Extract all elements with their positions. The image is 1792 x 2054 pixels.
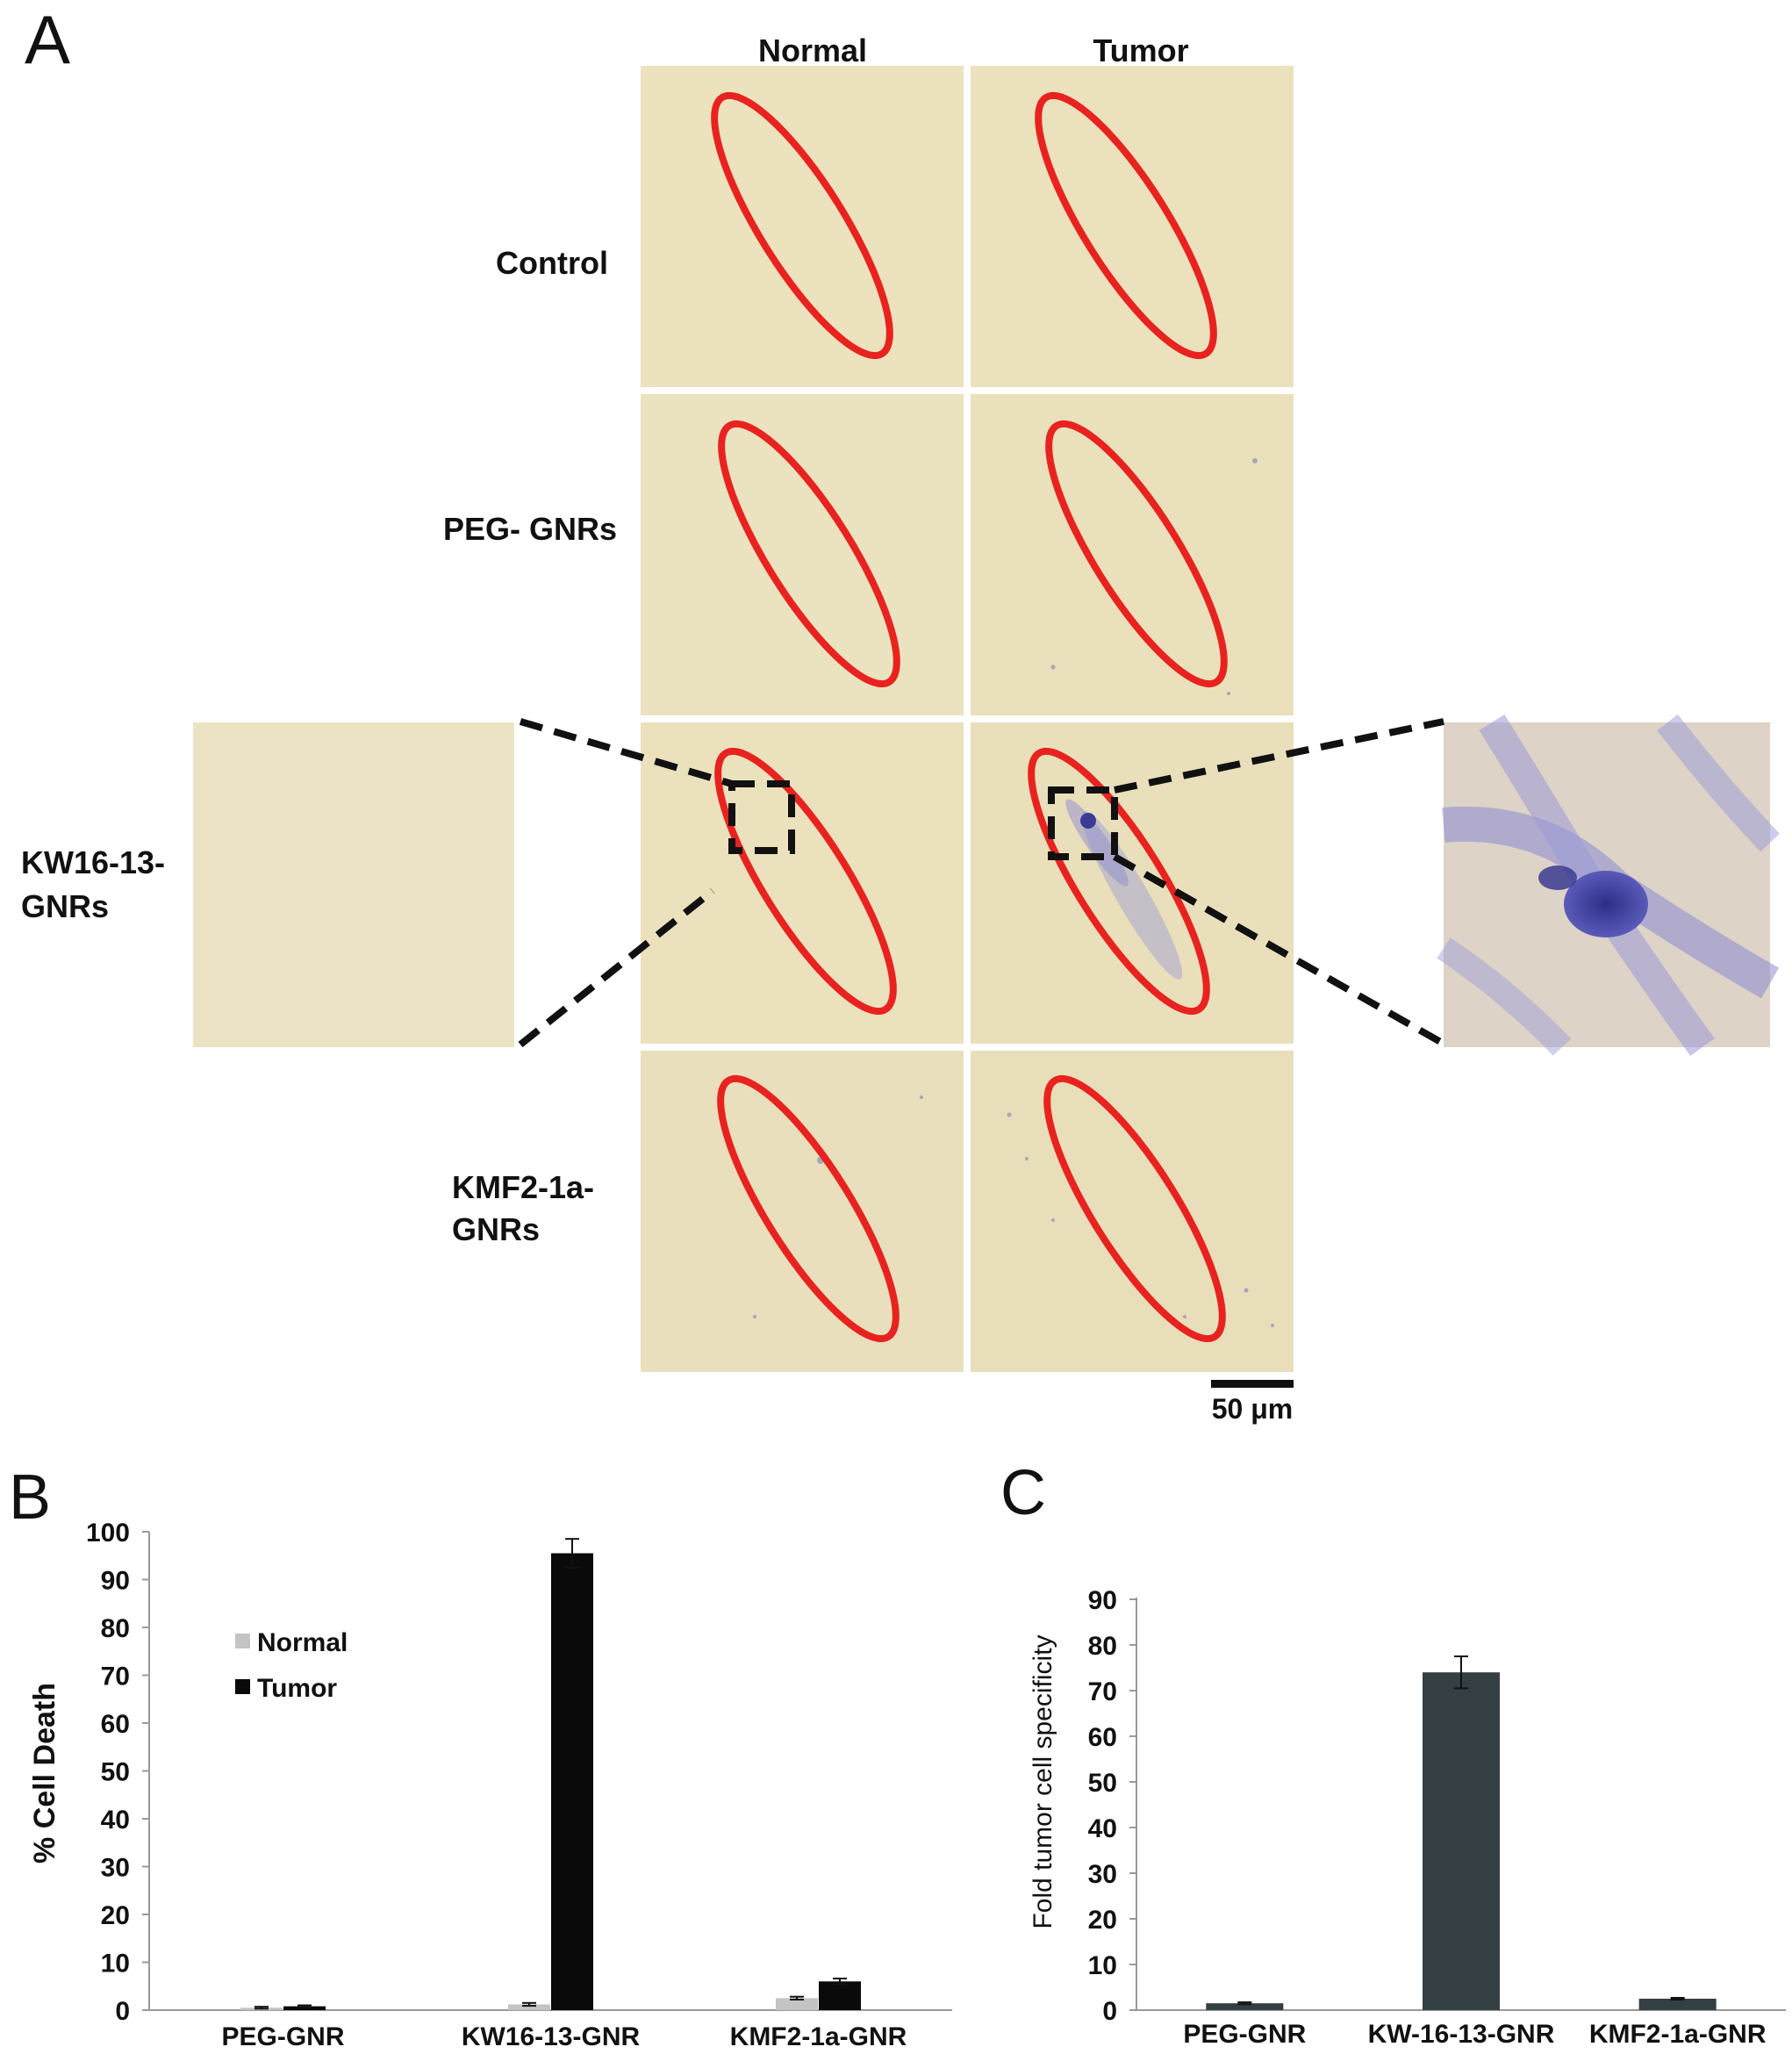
row-label-kmf2-1a-line2: GNRs [452, 1211, 540, 1247]
y-tick-label: 40 [1088, 1814, 1117, 1843]
legend-label-tumor: Tumor [257, 1674, 337, 1703]
micrograph-kmf-normal [641, 1051, 964, 1372]
x-category-label: KW-16-13-GNR [1368, 2020, 1555, 2049]
micrograph-peg-normal [641, 394, 964, 715]
outline-kmf-normal [717, 1074, 900, 1343]
zoom-box-tumor [1048, 786, 1118, 860]
chart-c-categories: PEG-GNR KW-16-13-GNR KMF2-1a-GNR [1183, 2020, 1767, 2049]
bar [551, 1553, 593, 2010]
chart-b-cell-death: % Cell Death 0 10 20 30 40 50 60 70 80 90 100 PEG-… [28, 1519, 952, 2051]
bar [1423, 1672, 1500, 2010]
bar [508, 2004, 550, 2010]
y-tick-label: 70 [1088, 1677, 1117, 1706]
bar [819, 1981, 861, 2010]
tumor-stain-cluster [1065, 799, 1183, 980]
micrograph-kmf-tumor [971, 1051, 1294, 1372]
outline-peg-tumor [1045, 420, 1228, 688]
x-category-label: KMF2-1a-GNR [1589, 2020, 1767, 2049]
y-tick-label: 20 [101, 1901, 130, 1930]
region-outlines [711, 91, 1228, 1343]
y-tick-label: 100 [86, 1519, 130, 1548]
row-label-control: Control [496, 245, 608, 281]
row-label-peg-gnrs: PEG- GNRs [443, 511, 617, 547]
y-tick-label: 0 [1102, 1997, 1117, 2026]
bar [1206, 2003, 1284, 2010]
y-tick-label: 30 [101, 1854, 130, 1883]
chart-c-bars [1206, 1655, 1717, 2010]
row-label-kmf2-1a-line1: KMF2-1a- [452, 1169, 594, 1205]
legend-swatch-normal [235, 1634, 250, 1648]
x-category-label: PEG-GNR [221, 2022, 344, 2051]
chart-b-categories: PEG-GNR KW16-13-GNR KMF2-1a-GNR [221, 2022, 907, 2051]
bar [1638, 1999, 1717, 2010]
zoom-inset-normal [193, 722, 514, 1047]
y-tick-label: 60 [101, 1710, 130, 1739]
micrograph-control-normal [641, 66, 964, 387]
y-tick-label: 60 [1088, 1723, 1117, 1752]
micrograph-grid [193, 66, 1770, 1372]
chart-b-y-ticks: 0 10 20 30 40 50 60 70 80 90 100 [86, 1519, 149, 2026]
chart-c-fold-specificity: Fold tumor cell specificity 0 10 20 30 40 50 6… [1029, 1586, 1786, 2049]
y-tick-label: 10 [1088, 1951, 1117, 1980]
y-tick-label: 90 [101, 1567, 130, 1596]
row-label-kw16-13-line2: GNRs [21, 888, 109, 924]
x-category-label: KW16-13-GNR [462, 2022, 641, 2051]
column-header-normal: Normal [758, 32, 867, 68]
chart-c-y-ticks: 0 10 20 30 40 50 60 70 80 90 [1088, 1586, 1136, 2026]
connector-normal-top [519, 718, 734, 787]
bar [283, 2006, 326, 2010]
connector-tumor-top [1114, 718, 1444, 794]
micrograph-control-tumor [971, 66, 1294, 387]
x-category-label: PEG-GNR [1183, 2020, 1306, 2049]
y-tick-label: 50 [101, 1758, 130, 1787]
y-tick-label: 0 [115, 1997, 130, 2026]
outline-peg-normal [718, 420, 900, 688]
stain-specks [753, 458, 1274, 1327]
y-tick-label: 10 [101, 1950, 130, 1979]
scale-bar-label: 50 μm [1212, 1393, 1294, 1425]
outline-kw-normal [714, 747, 897, 1016]
chart-c-y-axis-label: Fold tumor cell specificity [1029, 1634, 1057, 1928]
zoom-inset-tumor-content [1437, 714, 1780, 1056]
panel-a-label: A [25, 1, 70, 78]
y-tick-label: 90 [1088, 1586, 1117, 1615]
scale-bar [1211, 1380, 1294, 1388]
connector-tumor-bottom [1113, 853, 1452, 1051]
chart-b-bars [240, 1538, 861, 2010]
y-tick-label: 70 [101, 1663, 130, 1691]
outline-kw-tumor [1028, 747, 1210, 1016]
outline-kmf-tumor [1043, 1074, 1226, 1343]
micrograph-peg-tumor [971, 394, 1294, 715]
panel-c-label: C [1000, 1458, 1046, 1528]
chart-b-y-axis-label: % Cell Death [28, 1683, 61, 1864]
outline-control-tumor [1035, 91, 1217, 360]
panel-b-label: B [9, 1462, 51, 1533]
zoom-box-normal [728, 780, 795, 854]
row-label-kw16-13-line1: KW16-13- [21, 844, 165, 880]
y-tick-label: 40 [101, 1806, 130, 1835]
bar [776, 1998, 818, 2010]
zoom-callouts [518, 718, 1452, 1051]
y-tick-label: 50 [1088, 1769, 1117, 1798]
connector-normal-bottom [518, 887, 715, 1048]
y-tick-label: 80 [101, 1614, 130, 1643]
column-header-tumor: Tumor [1093, 32, 1188, 68]
chart-b-legend: Normal Tumor [235, 1628, 348, 1703]
outline-control-normal [711, 91, 893, 360]
y-tick-label: 20 [1088, 1906, 1117, 1935]
legend-label-normal: Normal [257, 1628, 348, 1657]
y-tick-label: 30 [1088, 1860, 1117, 1889]
y-tick-label: 80 [1088, 1632, 1117, 1661]
legend-swatch-tumor [235, 1679, 250, 1694]
x-category-label: KMF2-1a-GNR [730, 2022, 907, 2051]
